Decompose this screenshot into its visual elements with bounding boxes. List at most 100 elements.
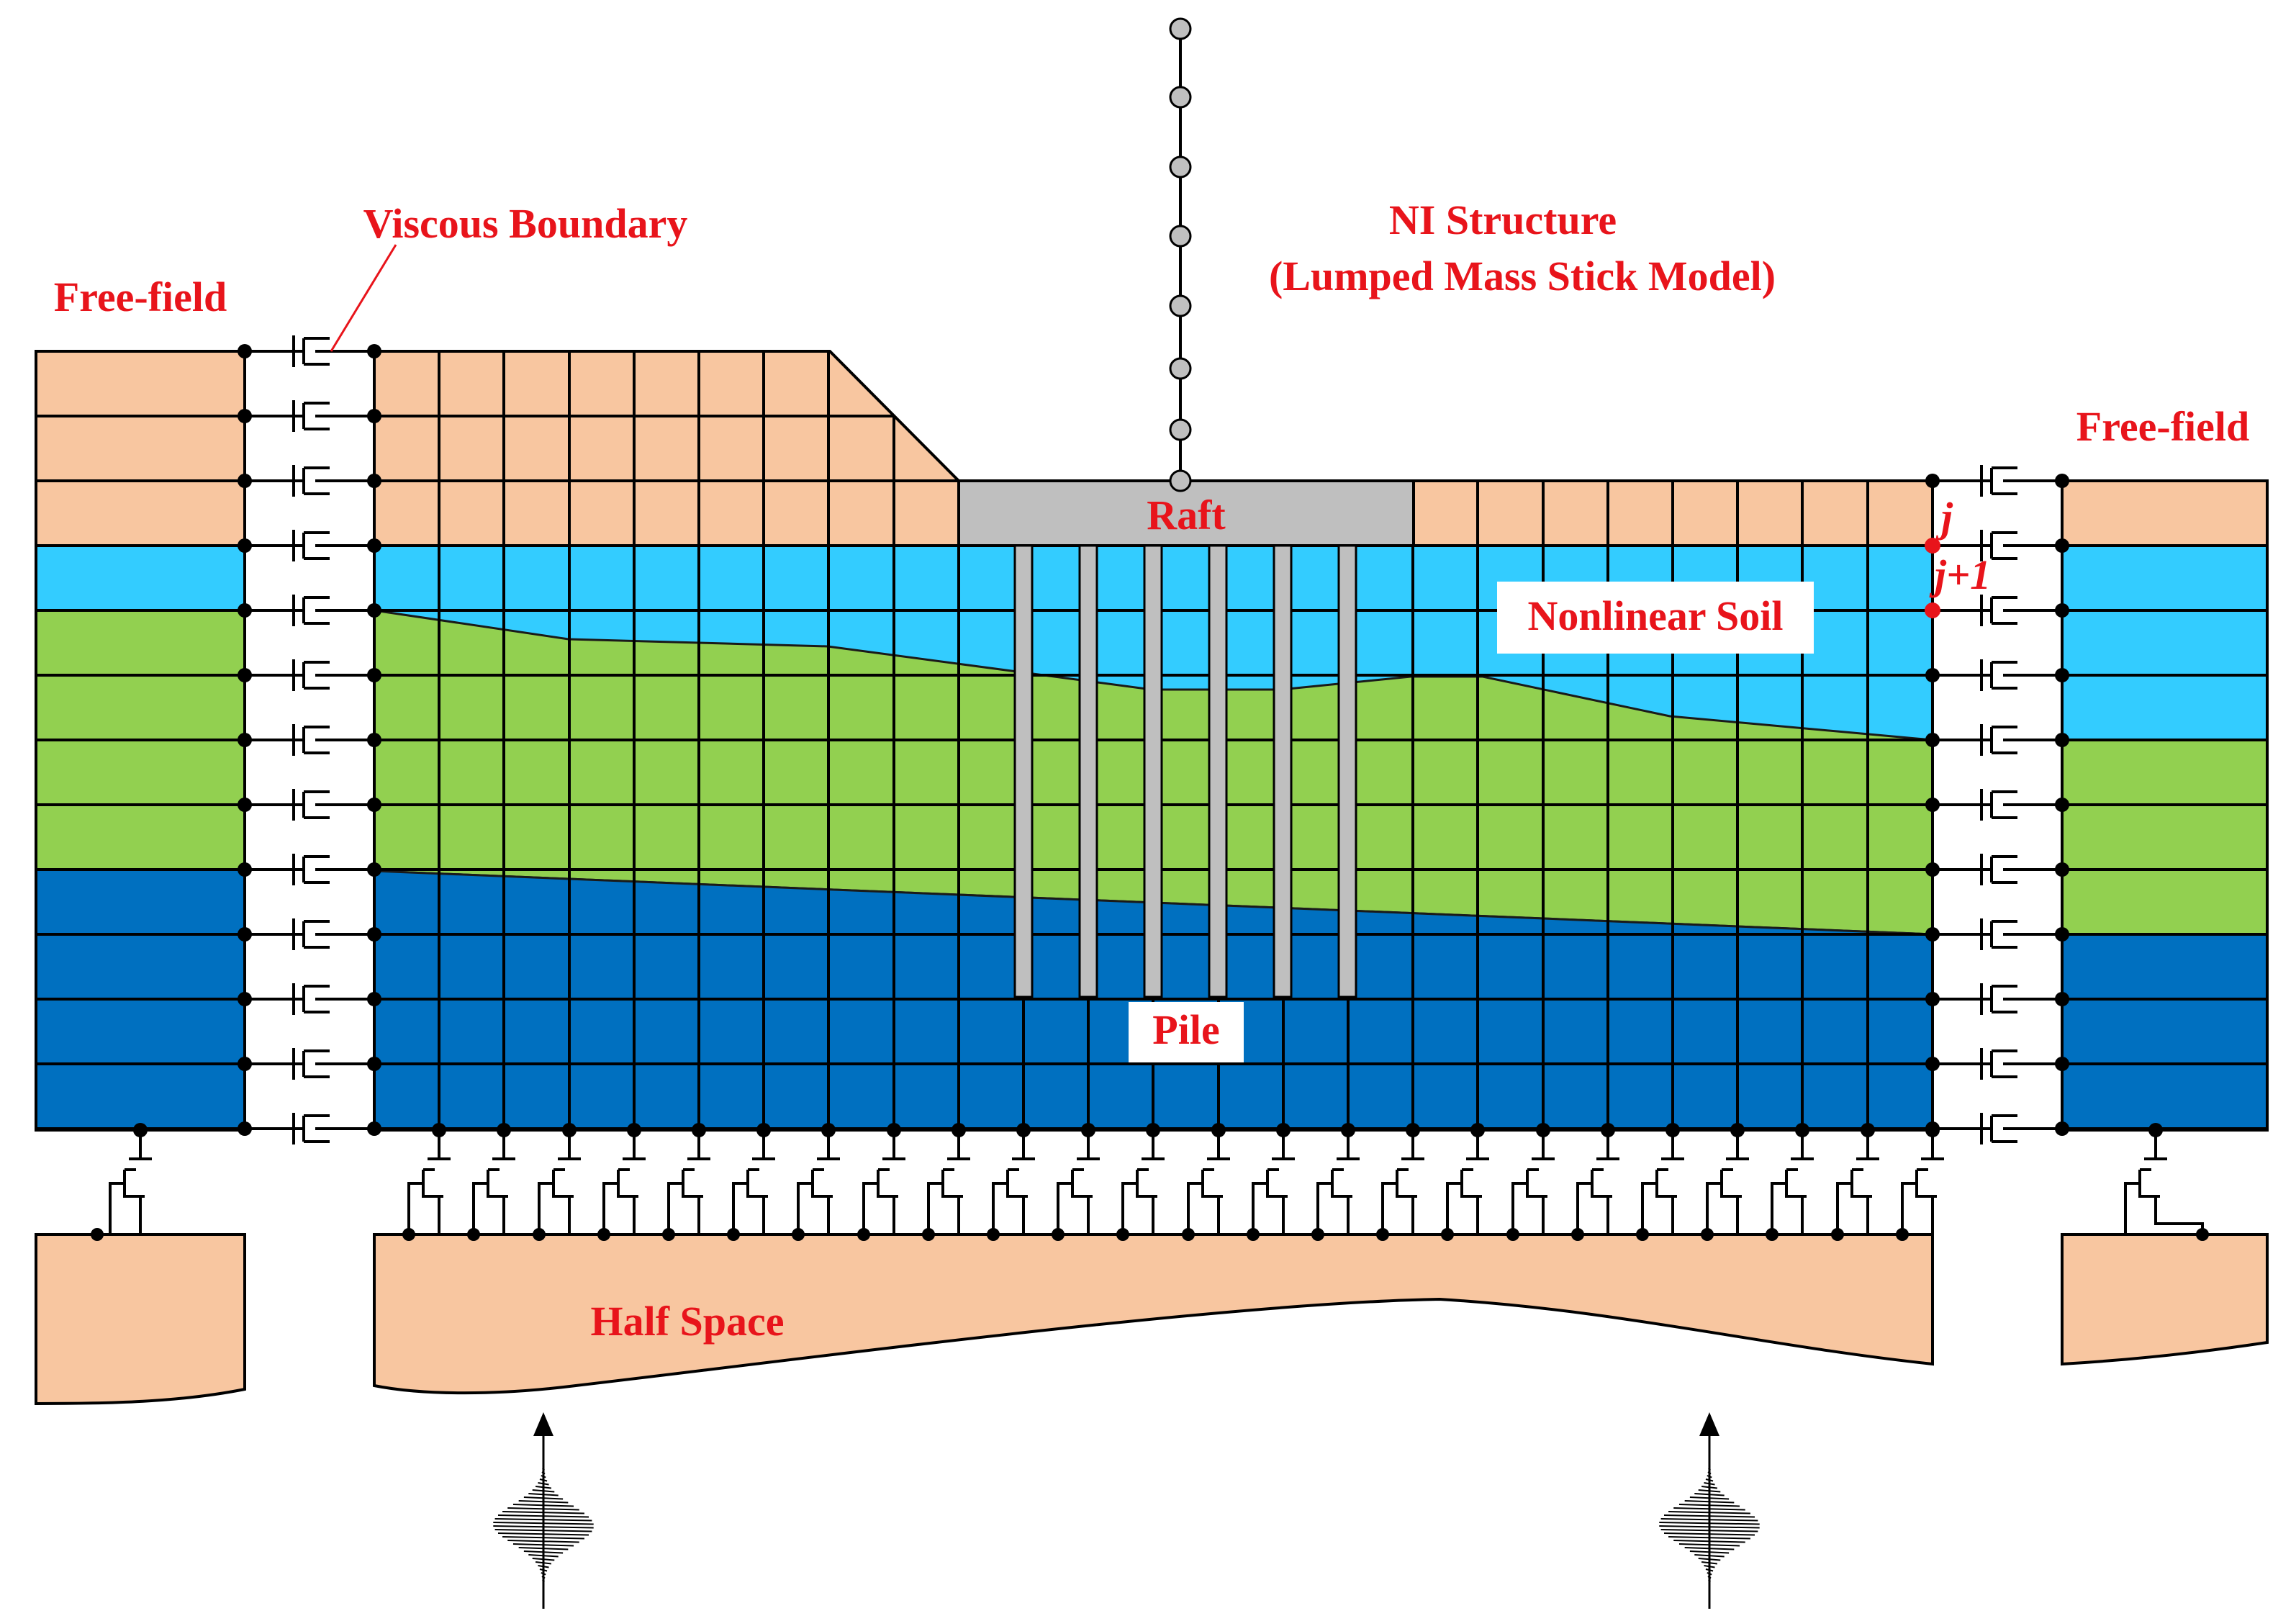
node [2055, 1057, 2069, 1071]
half-space-main-block [373, 1233, 1934, 1395]
node [821, 1123, 836, 1137]
node [533, 1228, 546, 1241]
node [727, 1228, 740, 1241]
left-lateral-dashpot [245, 983, 374, 1015]
node [1016, 1123, 1031, 1137]
dashpot-symbol [927, 1130, 970, 1234]
bottom-dashpot [862, 1130, 905, 1234]
node [238, 1057, 252, 1071]
viscous-boundary-leader [330, 244, 397, 352]
node [238, 474, 252, 488]
node [1571, 1228, 1584, 1241]
left-lateral-dashpot [245, 1048, 374, 1080]
lumped-mass-node [1169, 155, 1192, 179]
ni-structure-subtitle: (Lumped Mass Stick Model) [1269, 253, 1776, 299]
node [562, 1123, 577, 1137]
right-ff-cyan-layer [2062, 546, 2267, 740]
dashpot-symbol [1316, 1130, 1360, 1234]
node [2055, 798, 2069, 812]
node [367, 992, 381, 1006]
seismic-wave [493, 1412, 594, 1609]
dashpot-symbol [1933, 854, 2062, 885]
bottom-dashpot [1121, 1130, 1165, 1234]
free-field-right-label: Free-field [2076, 403, 2249, 450]
left-lateral-dashpot [245, 659, 374, 691]
dashpot-symbol [1933, 530, 2062, 561]
node [2055, 862, 2069, 877]
node [1052, 1228, 1065, 1241]
node [367, 1057, 381, 1071]
right-ff-bottom-dashpot [2124, 1130, 2204, 1234]
node [1861, 1123, 1875, 1137]
right-ff-surface-layer [2062, 481, 2267, 546]
node [402, 1228, 415, 1241]
node-j1-label: j+1 [1929, 551, 1991, 598]
node [2196, 1228, 2209, 1241]
dashpot-symbol [245, 335, 374, 367]
dashpot-symbol [1511, 1130, 1555, 1234]
node [238, 409, 252, 423]
left-ff-bottom-dashpot [109, 1130, 152, 1234]
lumped-mass-node [1169, 86, 1192, 109]
node [2055, 733, 2069, 747]
bottom-viscous-dashpots [109, 1130, 2204, 1234]
free-field-left-label: Free-field [54, 274, 227, 320]
dashpot-symbol [992, 1130, 1035, 1234]
left-lateral-dashpot [245, 530, 374, 561]
bottom-dashpot [1771, 1130, 1814, 1234]
dashpot-symbol [245, 854, 374, 885]
node [367, 474, 381, 488]
node [662, 1228, 675, 1241]
half-space-right-block [2061, 1233, 2269, 1366]
node [1116, 1228, 1129, 1241]
node [1376, 1228, 1389, 1241]
dashpot-symbol [1933, 1113, 2062, 1144]
bottom-dashpot [1706, 1130, 1749, 1234]
node [1406, 1123, 1420, 1137]
right-lateral-dashpot [1933, 659, 2062, 691]
node [1730, 1123, 1745, 1137]
node [1795, 1123, 1809, 1137]
ni-structure-label: NI Structure [1389, 197, 1617, 243]
node [597, 1228, 610, 1241]
dashpot-symbol [245, 400, 374, 432]
lateral-viscous-dashpots [245, 335, 2062, 1144]
bottom-dashpot [1641, 1130, 1684, 1234]
bottom-dashpot [1187, 1130, 1230, 1234]
mesh-nodes [91, 344, 2209, 1241]
dashpot-symbol [245, 918, 374, 950]
right-lateral-dashpot [1933, 918, 2062, 950]
node [367, 798, 381, 812]
node [1636, 1228, 1649, 1241]
node [367, 1121, 381, 1136]
dashpot-symbol [245, 465, 374, 497]
node [2055, 927, 2069, 942]
dashpot-symbol [1706, 1130, 1749, 1234]
lumped-mass-node [1169, 294, 1192, 317]
right-lateral-dashpot [1933, 983, 2062, 1015]
left-lateral-dashpot [245, 400, 374, 432]
right-lateral-dashpot [1933, 1113, 2062, 1144]
lumped-mass-node [1169, 225, 1192, 248]
node [1601, 1123, 1615, 1137]
pile-group [1013, 544, 1357, 998]
pile [1078, 544, 1098, 998]
node [238, 862, 252, 877]
pile [1208, 544, 1228, 998]
node [238, 538, 252, 553]
dashpot-symbol [1933, 465, 2062, 497]
left-lateral-dashpot [245, 724, 374, 756]
bottom-dashpot [1836, 1130, 1879, 1234]
node [1146, 1123, 1160, 1137]
dashpot-symbol [1446, 1130, 1489, 1234]
pile-label: Pile [1152, 1006, 1219, 1053]
node [2055, 538, 2069, 553]
dashpot-symbol [667, 1130, 710, 1234]
right-ff-blue-layer [2062, 934, 2267, 1130]
node [432, 1123, 446, 1137]
wave-arrow-head [1699, 1412, 1719, 1436]
node [1925, 733, 1940, 747]
nonlinear-soil-label: Nonlinear Soil [1527, 592, 1783, 639]
node [1506, 1228, 1519, 1241]
